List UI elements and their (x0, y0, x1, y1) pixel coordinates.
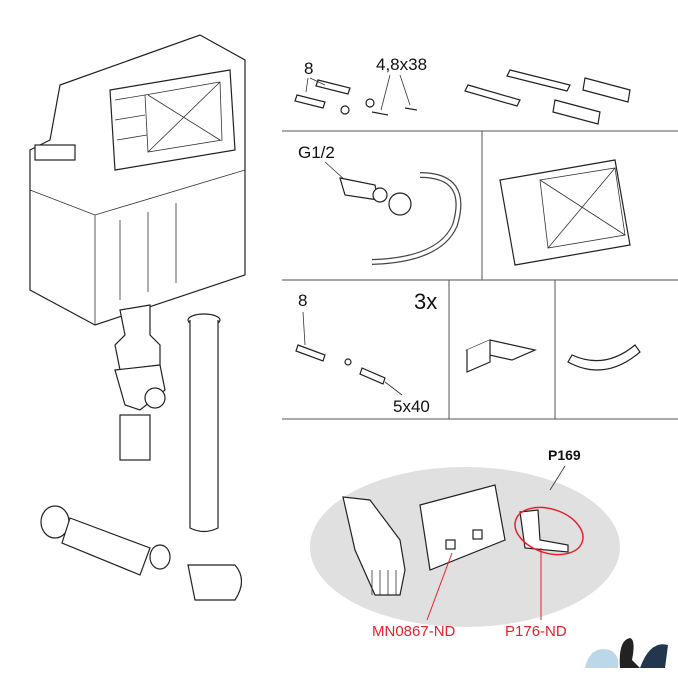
panel-dividers (282, 130, 678, 420)
screw-size-label-2: 5x40 (393, 397, 430, 416)
cistern-illustration (29, 34, 246, 461)
highlight-circle (514, 506, 584, 556)
screw-size-label: 4,8x38 (376, 55, 427, 74)
spare-parts-callout: P169 MN0867-ND P176-ND (310, 447, 620, 640)
perforated-strap (567, 344, 641, 371)
screw-quantity-label-2: 8 (298, 291, 307, 310)
inspection-frame (499, 159, 631, 266)
part-code-p176: P176-ND (505, 623, 567, 640)
screws-set-mid: 8 3x 5x40 (295, 289, 437, 416)
screw-quantity-label: 8 (304, 59, 313, 78)
multiplier-label: 3x (414, 289, 437, 314)
mounting-brackets (464, 69, 631, 125)
swans-logo-icon (585, 638, 668, 668)
bracket-angle (465, 339, 537, 373)
assembly-code-label: P169 (548, 447, 581, 463)
flush-pipe-illustration (40, 313, 243, 601)
part-code-mn0867: MN0867-ND (372, 623, 456, 640)
screws-plugs-set: 8 4,8x38 (294, 55, 427, 116)
thread-size-label: G1/2 (298, 143, 335, 162)
valve-and-hose: G1/2 (298, 143, 462, 265)
